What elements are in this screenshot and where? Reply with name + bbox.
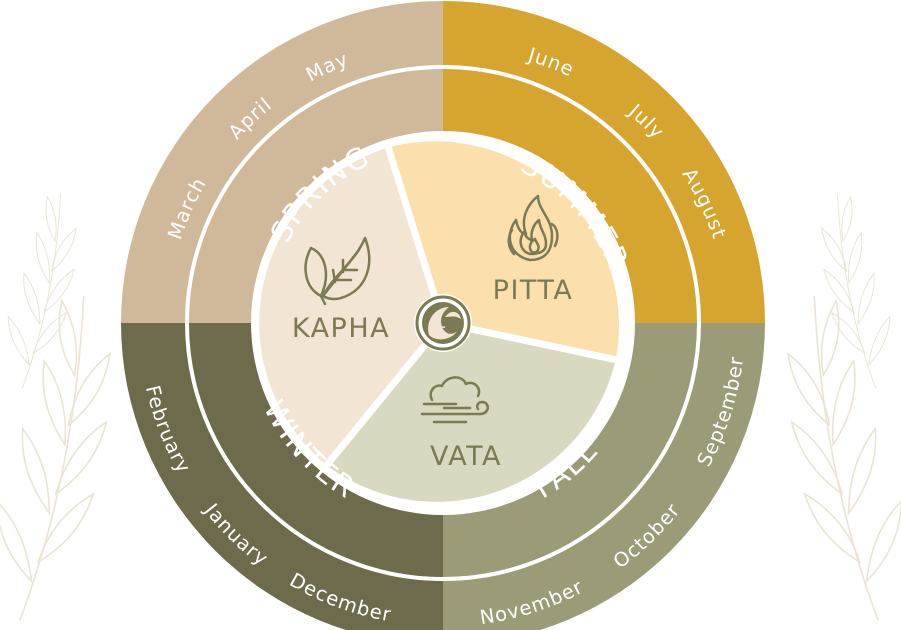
flame-icon — [507, 194, 559, 262]
dosha-label-kapha: KAPHA — [292, 313, 390, 344]
right-leaf-sprig-icon — [773, 188, 901, 629]
emblem-icon — [414, 294, 472, 352]
vata-sector — [326, 323, 616, 502]
dosha-label-vata: VATA — [430, 441, 502, 472]
kapha-sector — [259, 147, 443, 466]
outer-ring-line — [185, 65, 701, 581]
leaf-icon — [304, 236, 371, 306]
dosha-label-pitta: PITTA — [493, 275, 574, 306]
cloud-wind-icon — [420, 376, 489, 424]
left-leaf-sprig-icon — [0, 188, 125, 629]
